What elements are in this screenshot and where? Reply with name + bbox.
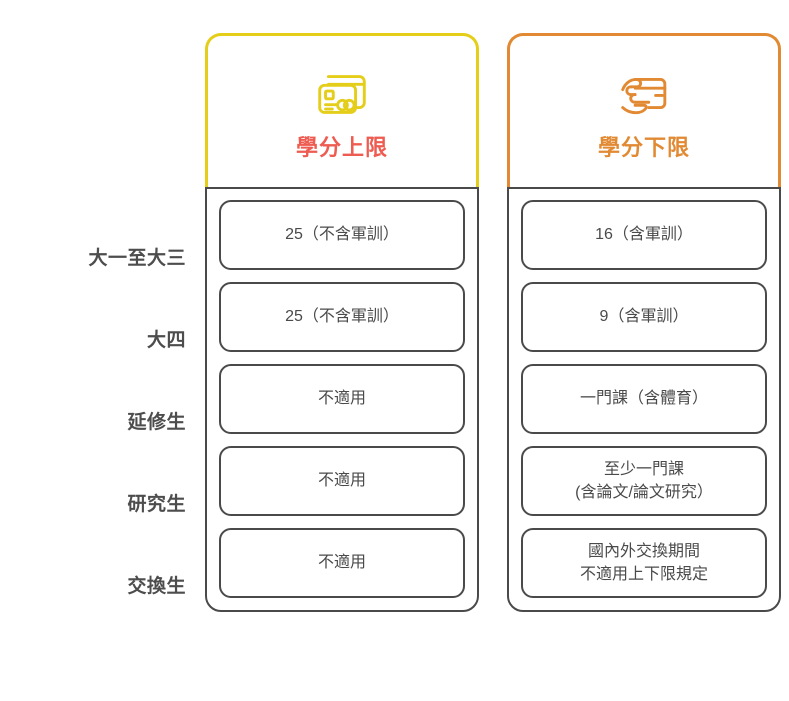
hand-holding-card-icon <box>613 63 675 125</box>
cell-upper-graduate-student: 不適用 <box>219 446 465 516</box>
cell-upper-senior: 25（不含軍訓） <box>219 282 465 352</box>
cell-lower-exchange-student: 國內外交換期間 不適用上下限規定 <box>521 528 767 598</box>
cell-lower-senior: 9（含軍訓） <box>521 282 767 352</box>
cell-lower-extended-student: 一門課（含體育） <box>521 364 767 434</box>
cell-text: 至少一門課 <box>603 460 684 478</box>
cell-upper-extended-student: 不適用 <box>219 364 465 434</box>
cell-text: 9（含軍訓） <box>599 308 689 326</box>
row-label-graduate-student: 研究生 <box>127 493 186 515</box>
column-title-upper-limit: 學分上限 <box>295 135 388 160</box>
cell-text: 國內外交換期間 <box>587 542 700 560</box>
column-lower-limit: 學分下限 16（含軍訓） 9（含軍訓） 一門課（含體育） 至少一門課 (含論文/… <box>507 33 781 612</box>
credit-cards-icon <box>311 63 373 125</box>
cell-text: 一門課（含體育） <box>579 390 708 408</box>
cell-text-secondary: (含論文/論文研究） <box>575 484 713 501</box>
cell-text: 25（不含軍訓） <box>285 308 399 326</box>
cell-lower-freshman-to-junior: 16（含軍訓） <box>521 200 767 270</box>
cell-text: 16（含軍訓） <box>595 226 693 244</box>
column-header-lower-limit: 學分下限 <box>507 33 781 187</box>
cell-text: 不適用 <box>317 472 366 490</box>
cell-text: 不適用 <box>317 390 366 408</box>
cell-text: 25（不含軍訓） <box>285 226 399 244</box>
row-label-freshman-to-junior: 大一至大三 <box>88 247 186 269</box>
cell-upper-exchange-student: 不適用 <box>219 528 465 598</box>
cell-lower-graduate-student: 至少一門課 (含論文/論文研究） <box>521 446 767 516</box>
row-label-exchange-student: 交換生 <box>127 575 186 597</box>
column-body-upper-limit: 25（不含軍訓） 25（不含軍訓） 不適用 不適用 不適用 <box>205 187 479 612</box>
row-label-senior: 大四 <box>146 329 186 351</box>
column-body-lower-limit: 16（含軍訓） 9（含軍訓） 一門課（含體育） 至少一門課 (含論文/論文研究）… <box>507 187 781 612</box>
cell-text-secondary: 不適用上下限規定 <box>579 566 708 583</box>
row-label-column: 大一至大三 大四 延修生 研究生 交換生 <box>0 215 186 625</box>
cell-text: 不適用 <box>317 554 366 572</box>
column-title-lower-limit: 學分下限 <box>597 135 690 160</box>
column-upper-limit: 學分上限 25（不含軍訓） 25（不含軍訓） 不適用 不適用 不適用 <box>205 33 479 612</box>
cell-upper-freshman-to-junior: 25（不含軍訓） <box>219 200 465 270</box>
column-header-upper-limit: 學分上限 <box>205 33 479 187</box>
row-label-extended-student: 延修生 <box>127 411 186 433</box>
